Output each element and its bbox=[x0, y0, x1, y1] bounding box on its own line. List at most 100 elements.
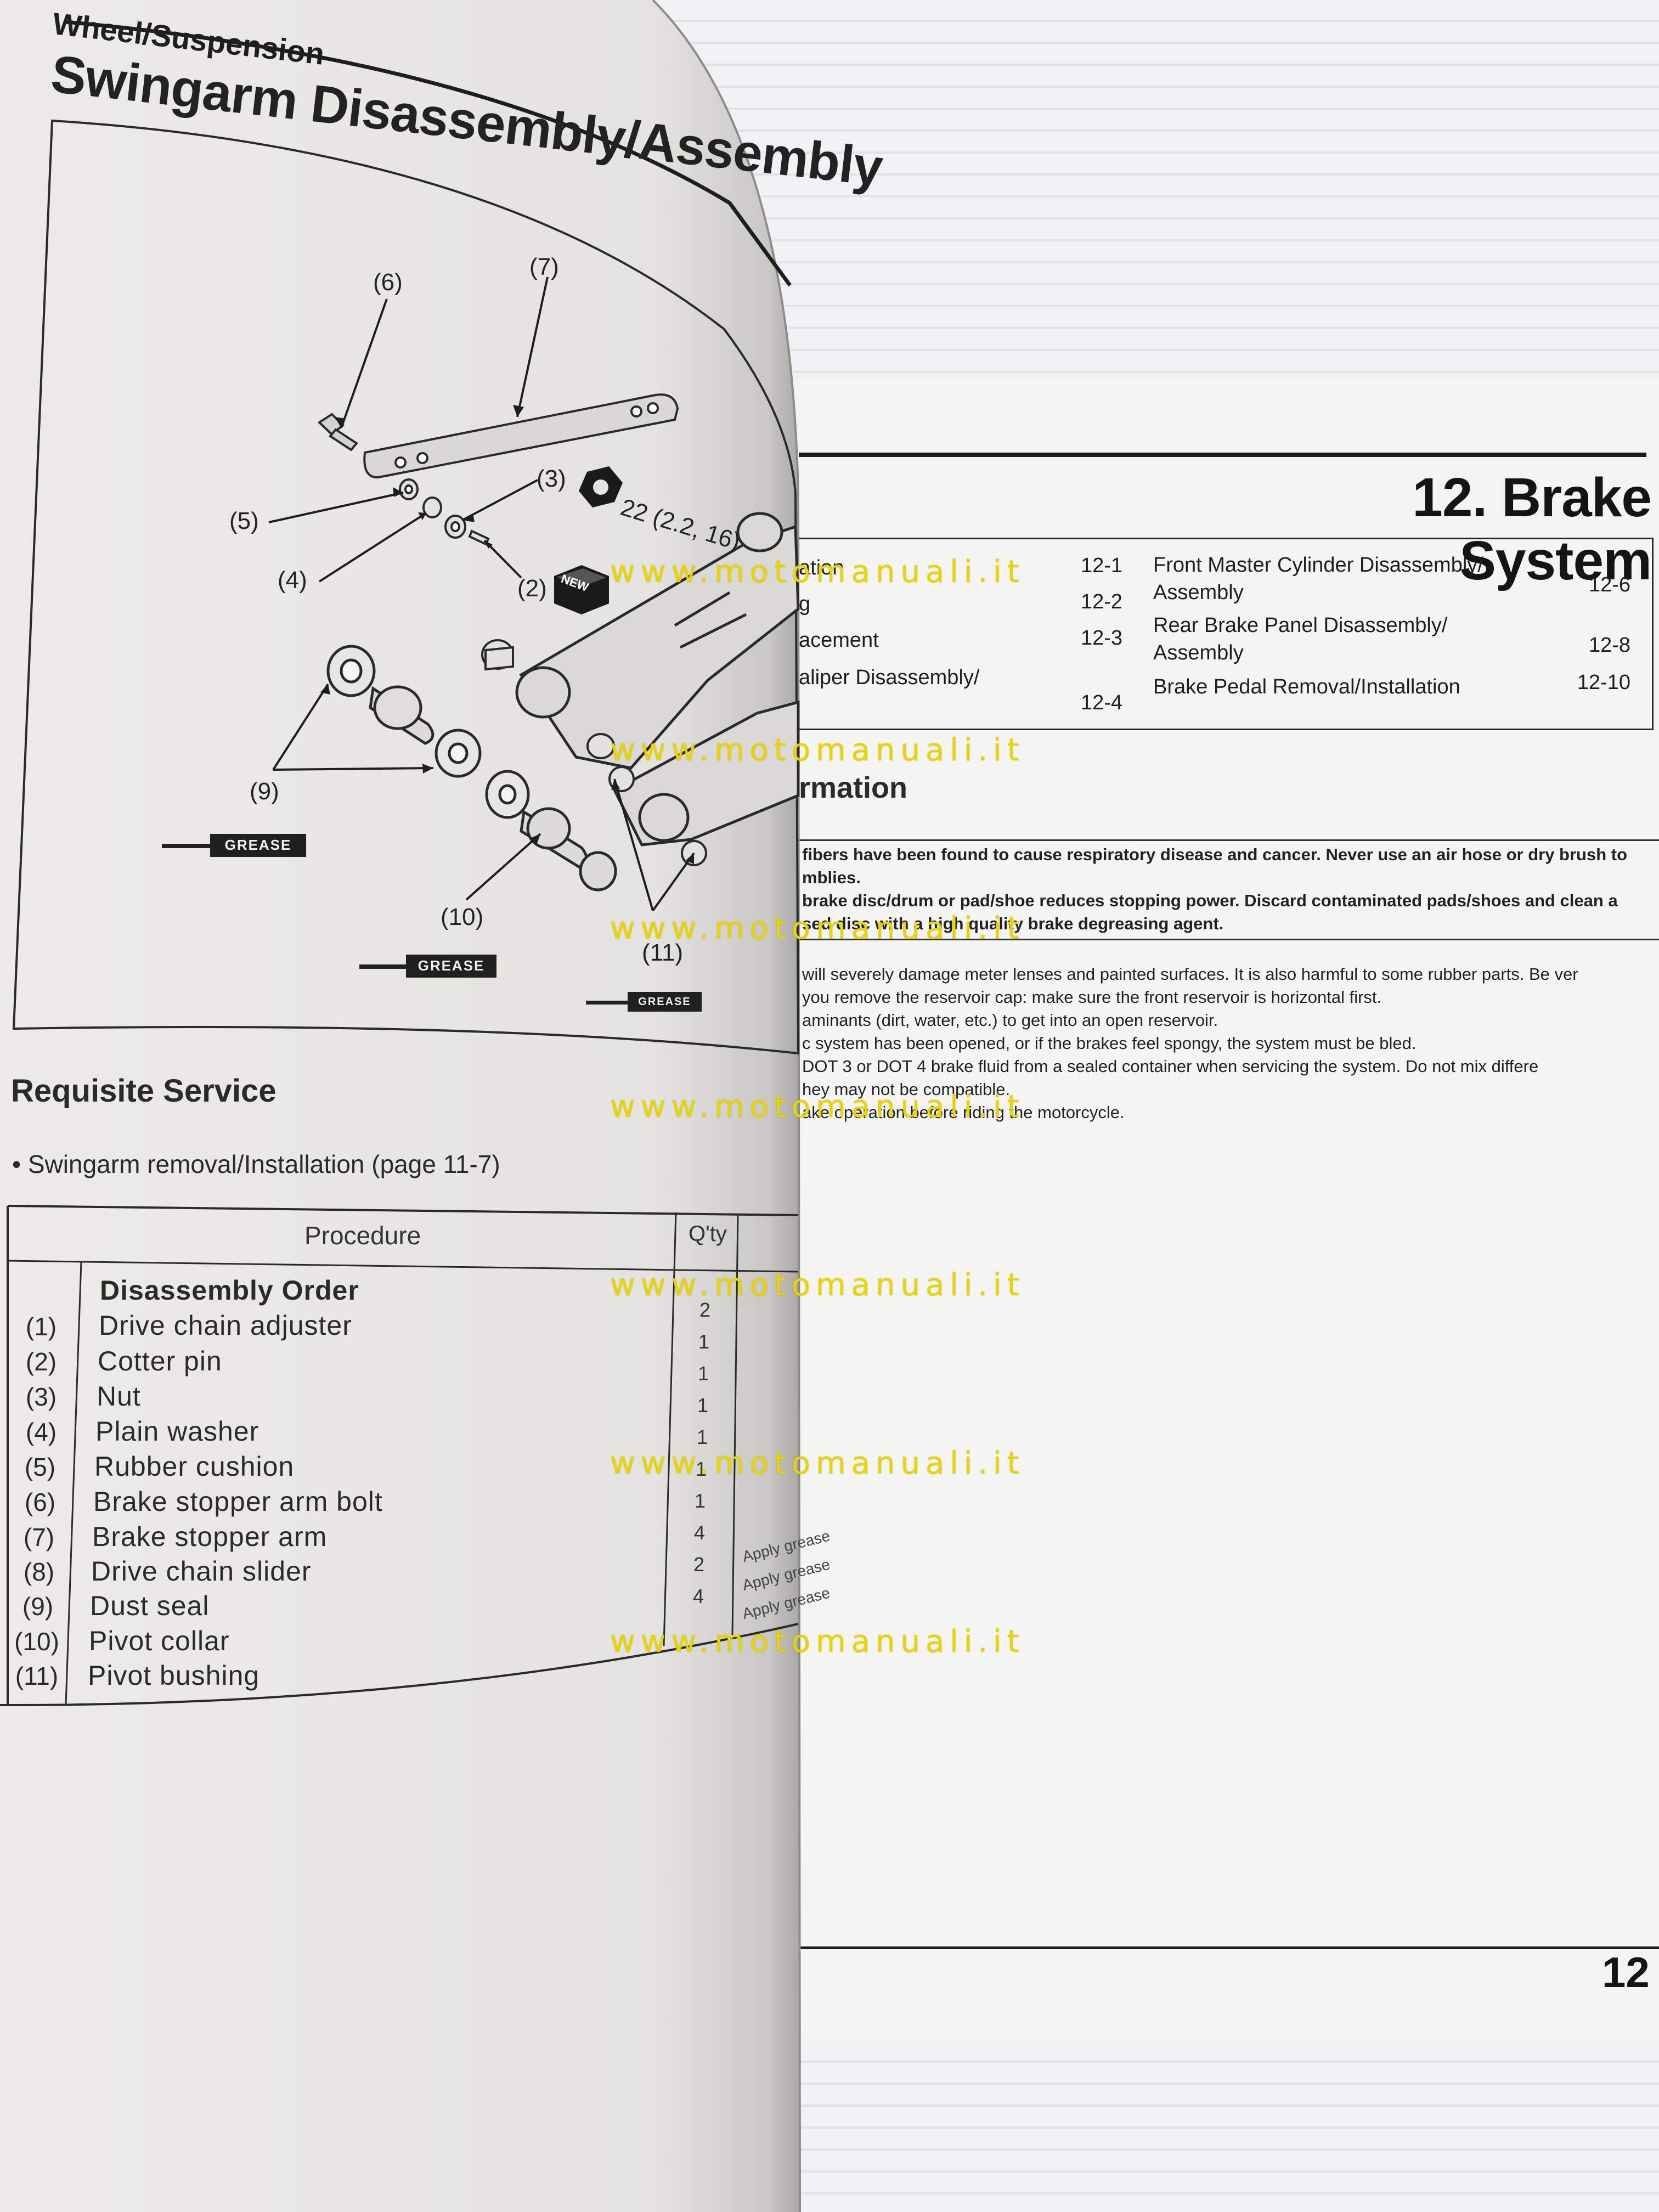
footer-rule bbox=[799, 1946, 1659, 1949]
torque-nut-icon bbox=[579, 466, 623, 507]
note-line: will severely damage meter lenses and pa… bbox=[802, 964, 1578, 984]
row-label: Dust seal bbox=[90, 1590, 210, 1621]
toc-entry-cont: Assembly bbox=[1153, 581, 1244, 604]
row-label: Drive chain slider bbox=[91, 1556, 312, 1587]
row-label: Brake stopper arm bolt bbox=[93, 1486, 383, 1517]
row-qty: 1 bbox=[694, 1489, 706, 1512]
callout-5: (5) bbox=[229, 507, 259, 534]
header-rule bbox=[65, 20, 792, 287]
watermark: www.motomanuali.it bbox=[610, 1089, 1025, 1125]
row-label: Pivot bushing bbox=[88, 1660, 260, 1691]
stopper-arm bbox=[363, 393, 679, 479]
row-label: Rubber cushion bbox=[94, 1451, 295, 1482]
warning-box bbox=[799, 839, 1659, 940]
row-number: (1) bbox=[25, 1312, 57, 1341]
row-number: (10) bbox=[14, 1627, 59, 1656]
row-number: (2) bbox=[25, 1347, 57, 1376]
header-procedure: Procedure bbox=[304, 1221, 421, 1250]
procedure-table: Procedure Q'ty Disassembly Order (1) Dri… bbox=[5, 1204, 832, 1703]
callout-3: (3) bbox=[537, 465, 566, 492]
page-edge bbox=[652, 0, 801, 2212]
row-number: (5) bbox=[24, 1453, 56, 1481]
note-line: hey may not be compatible. bbox=[802, 1080, 1011, 1099]
watermark: www.motomanuali.it bbox=[610, 1624, 1025, 1660]
grease-icon: GREASE bbox=[162, 823, 310, 857]
row-qty: 4 bbox=[693, 1521, 706, 1544]
note-line: ake operation before riding the motorcyc… bbox=[802, 1103, 1125, 1122]
page-surface bbox=[0, 0, 800, 2212]
toc-entry: g bbox=[799, 592, 811, 616]
toc-entry: Front Master Cylinder Disassembly/ bbox=[1153, 554, 1483, 577]
callout-11: (11) bbox=[642, 939, 683, 966]
row-qty: 2 bbox=[693, 1553, 705, 1576]
row-number: (4) bbox=[25, 1418, 57, 1446]
right-page bbox=[790, 379, 1659, 2041]
group-heading: Disassembly Order bbox=[100, 1275, 359, 1306]
left-page: Wheel/Suspension Swingarm Disassembly/As… bbox=[0, 0, 885, 2212]
note-line: aminants (dirt, water, etc.) to get into… bbox=[802, 1011, 1218, 1030]
row-qty: 4 bbox=[692, 1585, 704, 1607]
grease-icon: GREASE bbox=[359, 944, 499, 978]
toc-entry: aliper Disassembly/ bbox=[799, 666, 980, 689]
toc-entry: Rear Brake Panel Disassembly/ bbox=[1153, 614, 1448, 637]
row-number: (7) bbox=[23, 1523, 55, 1551]
toc-page: 12-10 bbox=[1577, 671, 1630, 694]
watermark: www.motomanuali.it bbox=[610, 1446, 1025, 1481]
row-label: Plain washer bbox=[95, 1416, 259, 1447]
toc-entry: ation bbox=[799, 556, 844, 579]
diagram-frame bbox=[12, 119, 800, 1055]
toc-entry-cont: Assembly bbox=[1153, 641, 1244, 664]
row-number: (8) bbox=[23, 1558, 55, 1586]
pivot-collar-upper bbox=[369, 685, 435, 745]
callout-10: (10) bbox=[441, 904, 484, 930]
row-number: (9) bbox=[22, 1592, 54, 1621]
callout-7: (7) bbox=[529, 253, 559, 280]
row-label: Brake stopper arm bbox=[92, 1521, 328, 1552]
grease-icon: GREASE bbox=[586, 982, 704, 1012]
dust-seal-mid bbox=[435, 729, 530, 819]
warning-line: fibers have been found to cause respirat… bbox=[802, 845, 1628, 864]
toc-page: 12-2 bbox=[1080, 590, 1122, 613]
watermark: www.motomanuali.it bbox=[610, 1267, 1025, 1303]
row-number: (3) bbox=[25, 1383, 57, 1411]
row-label: Nut bbox=[97, 1381, 141, 1412]
warning-line: mblies. bbox=[802, 868, 861, 887]
toc-page: 12-1 bbox=[1080, 554, 1122, 577]
note-line: c system has been opened, or if the brak… bbox=[802, 1034, 1417, 1053]
row-qty: 1 bbox=[697, 1394, 709, 1417]
row-number: (6) bbox=[24, 1488, 56, 1516]
row-qty: 1 bbox=[698, 1330, 710, 1353]
watermark: www.motomanuali.it bbox=[610, 732, 1025, 768]
toc-entry: acement bbox=[799, 629, 879, 652]
note-line: you remove the reservoir cap: make sure … bbox=[802, 988, 1382, 1007]
callout-9: (9) bbox=[250, 778, 279, 805]
callout-6: (6) bbox=[373, 269, 403, 296]
note-line: DOT 3 or DOT 4 brake fluid from a sealed… bbox=[802, 1057, 1539, 1076]
left-page-art bbox=[0, 0, 801, 2212]
chapter-title: 12. Brake System bbox=[1412, 467, 1652, 591]
row-qty: 1 bbox=[697, 1362, 709, 1385]
dust-seal-upper bbox=[326, 645, 376, 697]
callout-4: (4) bbox=[278, 567, 307, 594]
header-qty: Q'ty bbox=[689, 1222, 727, 1246]
swingarm bbox=[515, 512, 800, 847]
row-number: (11) bbox=[15, 1662, 59, 1690]
row-qty: 1 bbox=[696, 1426, 708, 1448]
requisite-service-heading: Requisite Service bbox=[11, 1073, 276, 1109]
requisite-service-item: • Swingarm removal/Installation (page 11… bbox=[12, 1150, 500, 1178]
procedure-table-lines bbox=[0, 1205, 799, 1707]
toc-page: 12-8 bbox=[1588, 634, 1630, 657]
toc-entry: Brake Pedal Removal/Installation bbox=[1153, 675, 1460, 698]
warning-line: sed disc with a high quality brake degre… bbox=[802, 914, 1224, 933]
row-label: Cotter pin bbox=[98, 1346, 222, 1376]
requisite-service-text: Swingarm removal/Installation (page 11-7… bbox=[27, 1150, 500, 1178]
new-pin-badge bbox=[554, 565, 609, 614]
warning-line: brake disc/drum or pad/shoe reduces stop… bbox=[802, 891, 1618, 910]
pivot-collar-lower bbox=[520, 807, 617, 891]
row-qty: 2 bbox=[699, 1299, 711, 1321]
leader-arrows bbox=[320, 405, 694, 864]
page-number: 12 bbox=[1602, 1948, 1650, 1996]
callout-2: (2) bbox=[517, 575, 547, 602]
row-label: Pivot collar bbox=[89, 1626, 230, 1656]
